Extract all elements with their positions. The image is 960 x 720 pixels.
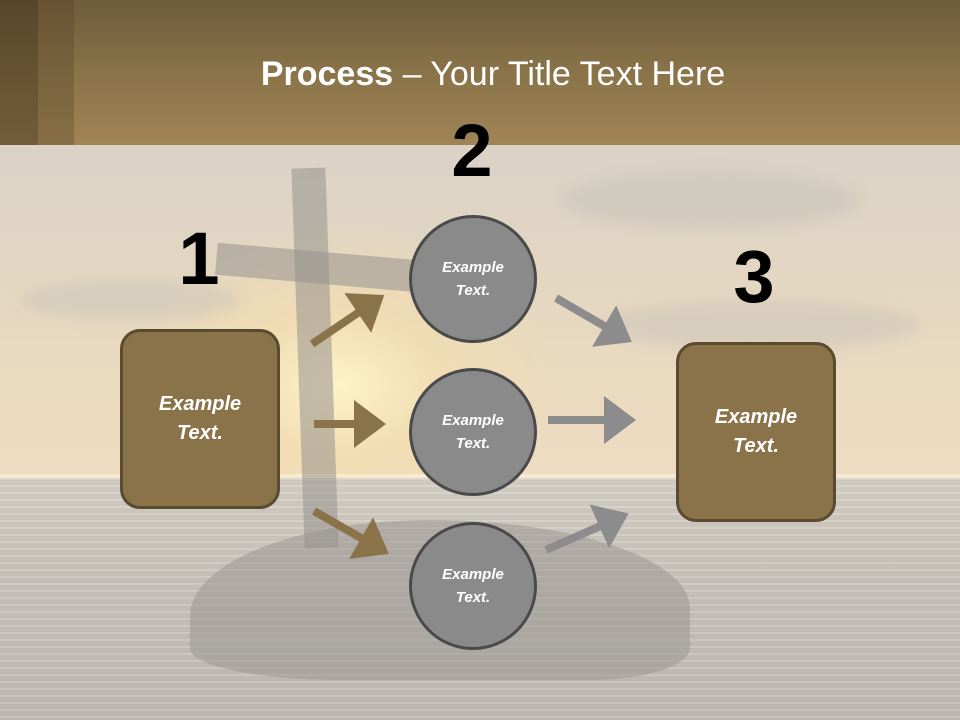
step-3-box-line-1: Example bbox=[714, 406, 798, 428]
step-1-box-line-2: Text. bbox=[177, 422, 223, 444]
arrow-2-to-3-bottom bbox=[544, 504, 629, 554]
cloud bbox=[600, 300, 920, 350]
step-3-box-line-2: Text. bbox=[733, 435, 779, 457]
circle-bottom-line-1: Example bbox=[442, 566, 504, 583]
slide-title[interactable]: Process – Your Title Text Here bbox=[0, 52, 960, 96]
circle-middle-line-1: Example bbox=[442, 412, 504, 429]
arrow-1-to-2-bottom bbox=[312, 507, 389, 559]
slide-title-bold: Process bbox=[260, 55, 394, 93]
cloud bbox=[20, 280, 240, 320]
cloud bbox=[560, 170, 860, 230]
circle-top-line-2: Text. bbox=[455, 282, 491, 299]
header-accent-bar bbox=[0, 0, 38, 145]
step-1-box-line-1: Example bbox=[158, 393, 242, 415]
slide-title-rest: – Your Title Text Here bbox=[393, 55, 726, 93]
circle-bottom-line-2: Text. bbox=[455, 589, 491, 606]
arrow-1-to-2-top bbox=[309, 293, 385, 348]
circle-middle-line-2: Text. bbox=[455, 435, 491, 452]
header-accent-bar bbox=[38, 0, 74, 145]
step-2-number[interactable]: 2 bbox=[451, 109, 493, 192]
step-3-number[interactable]: 3 bbox=[733, 235, 775, 318]
title-header-band bbox=[0, 0, 960, 145]
circle-top-line-1: Example bbox=[442, 259, 504, 276]
step-1-number[interactable]: 1 bbox=[178, 217, 220, 300]
arrow-2-to-3-top bbox=[553, 294, 632, 347]
